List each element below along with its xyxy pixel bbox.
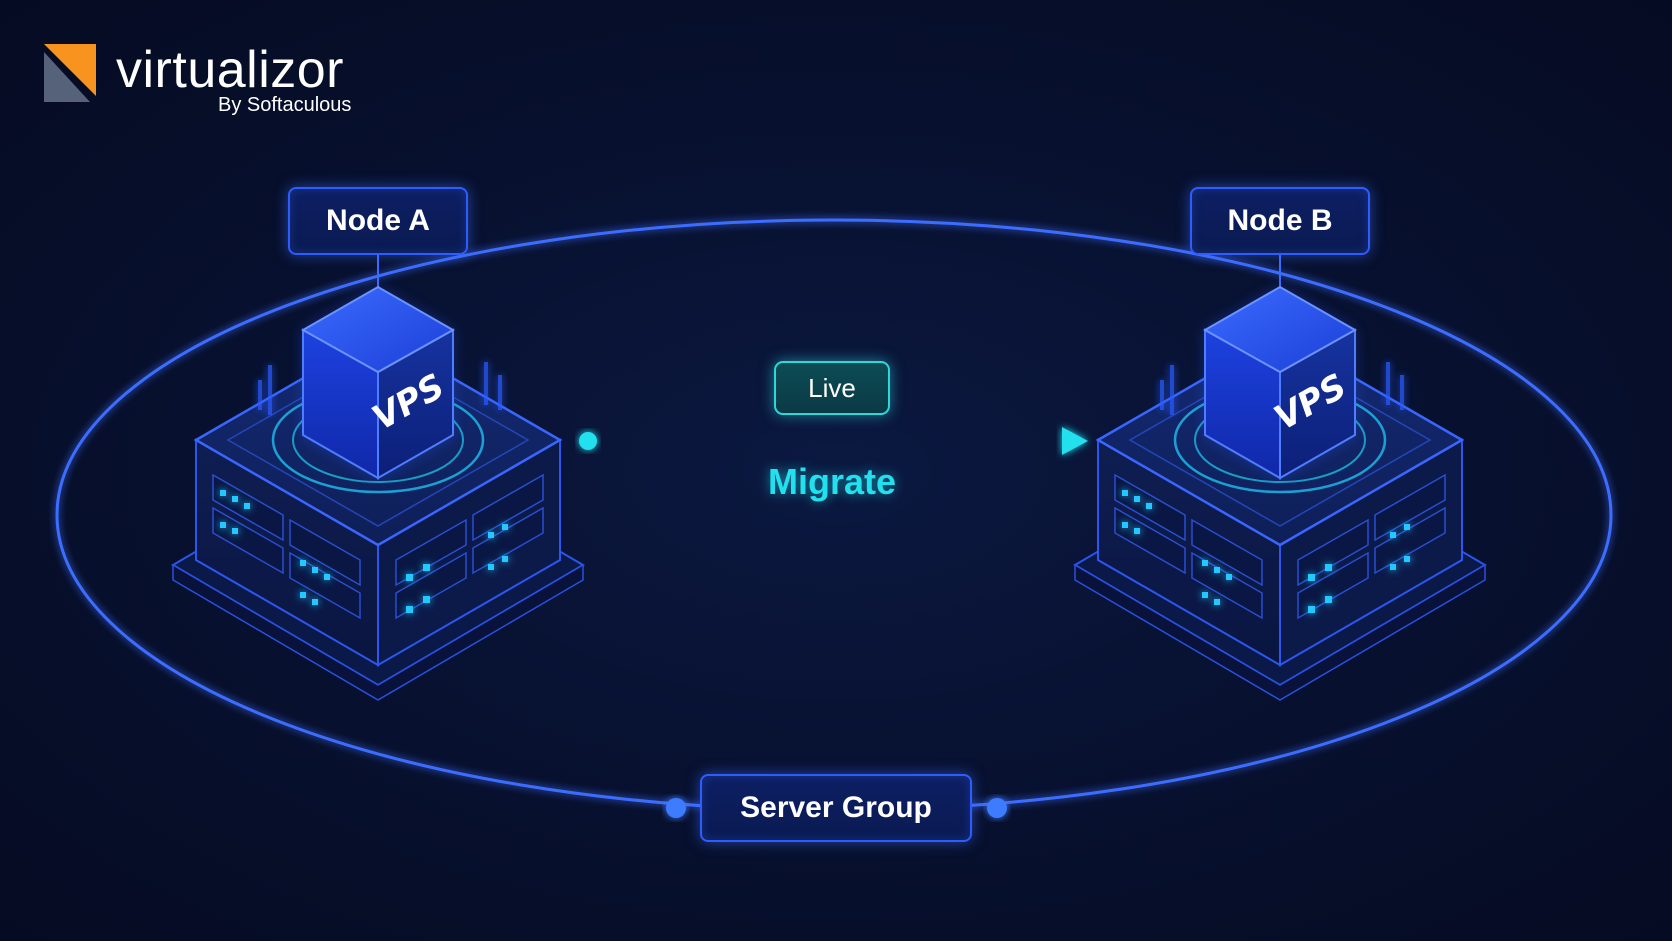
migration-arrow [579,427,1088,455]
virtualizor-logo-icon [44,44,96,102]
server-group-label: Server Group [700,774,972,842]
migrate-label: Migrate [767,461,897,502]
ring-dot-left [666,798,686,818]
live-badge: Live [774,361,890,415]
brand-byline: By Softaculous [218,94,352,116]
ring-dot-right [987,798,1007,818]
node-a-server: VPS [173,287,583,700]
node-a-label: Node A [288,187,468,255]
node-b-label: Node B [1190,187,1370,255]
brand: virtualizor By Softaculous [42,40,382,120]
arrowhead-icon [1062,427,1088,455]
migration-start-dot [579,432,597,450]
node-b-server: VPS [1075,287,1485,700]
brand-name: virtualizor [116,41,344,99]
